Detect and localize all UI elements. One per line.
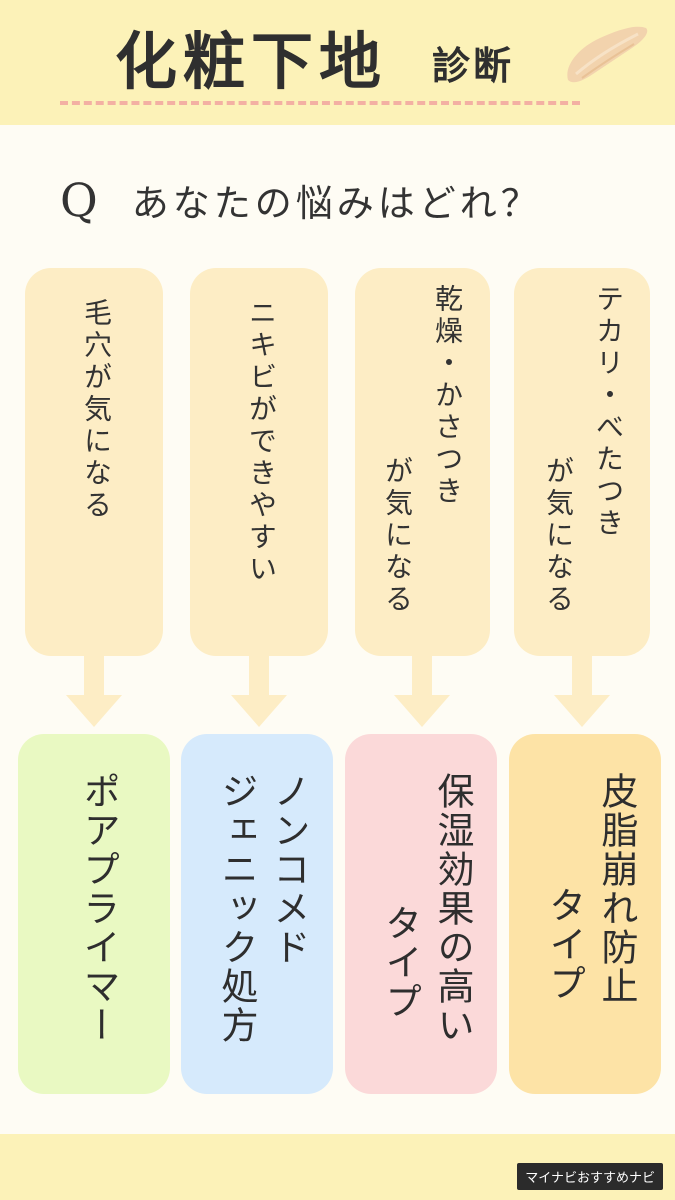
dashed-divider (60, 101, 580, 105)
result-line: ノンコメド (267, 772, 310, 967)
result-line: タイプ (379, 904, 422, 1021)
worry-line: が気になる (381, 456, 414, 616)
result-pore-primer: ポアプライマー (18, 734, 170, 1094)
question-mark: Q (60, 173, 98, 227)
worry-acne: ニキビができやすい (190, 268, 328, 656)
result-noncomedogenic: ノンコメド ジェニック処方 (181, 734, 333, 1094)
worry-dryness: 乾燥・かさつき が気になる (355, 268, 490, 656)
question-text: あなたの悩みはどれ？ (131, 182, 542, 225)
result-line: タイプ (543, 886, 586, 1003)
arrow-down-icon (554, 655, 610, 727)
result-moisturizing: 保湿効果の高い タイプ (345, 734, 497, 1094)
worry-line: が気になる (542, 456, 575, 616)
result-line: ジェニック処方 (215, 772, 258, 1045)
result-line: 保湿効果の高い (431, 772, 474, 1045)
worry-line: テカリ・べたつき (592, 284, 625, 540)
arrow-down-icon (66, 655, 122, 727)
result-line: ポアプライマー (77, 772, 120, 1045)
worry-line: 乾燥・かさつき (431, 284, 464, 508)
page-subtitle: 診断 (432, 44, 515, 88)
footer: マイナビおすすめナビ (0, 1134, 675, 1200)
question: Q あなたの悩みはどれ？ (60, 160, 640, 240)
arrow-down-icon (231, 655, 287, 727)
worry-line: 毛穴が気になる (80, 298, 113, 522)
header: 化粧下地 診断 (0, 0, 675, 125)
page-title: 化粧下地 (115, 25, 388, 98)
result-line: 皮脂崩れ防止 (595, 772, 638, 1006)
worry-pores: 毛穴が気になる (25, 268, 163, 656)
worry-line: ニキビができやすい (245, 298, 278, 586)
credit-badge: マイナビおすすめナビ (517, 1163, 663, 1190)
worry-oiliness: テカリ・べたつき が気になる (514, 268, 650, 656)
arrow-down-icon (394, 655, 450, 727)
result-sebum-proof: 皮脂崩れ防止 タイプ (509, 734, 661, 1094)
foundation-smear-icon (567, 26, 648, 83)
